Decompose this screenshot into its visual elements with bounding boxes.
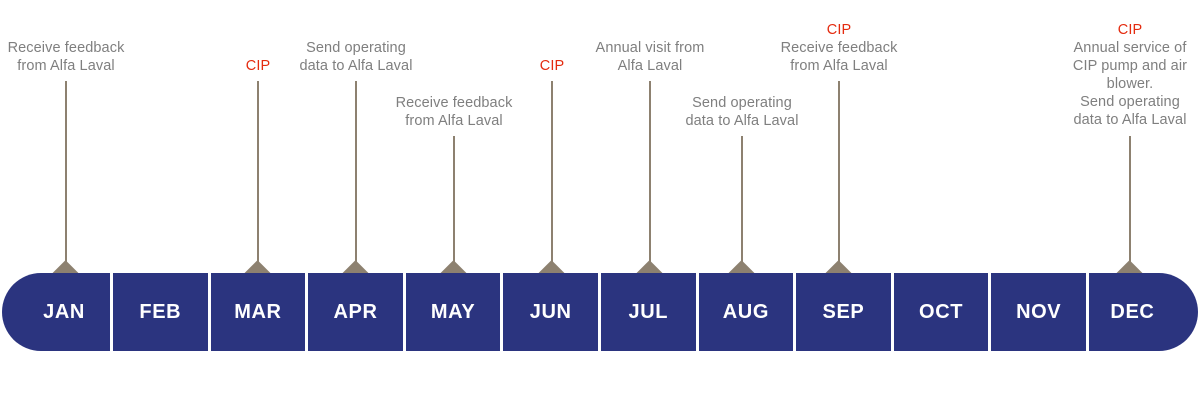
month-label: NOV xyxy=(1016,300,1062,323)
event-text-line: Receive feedback xyxy=(780,40,898,56)
month-cell-sep: SEP xyxy=(793,273,891,351)
event-text-line: Receive feedback xyxy=(7,40,125,56)
event-dec-label: CIP Annual service of CIP pump and air b… xyxy=(1020,21,1200,129)
event-text-line: data to Alfa Laval xyxy=(299,58,413,74)
event-connector-line xyxy=(257,81,259,265)
cip-label: CIP xyxy=(826,22,852,38)
event-may-label: Receive feedback from Alfa Laval xyxy=(344,94,564,130)
cip-label: CIP xyxy=(539,58,565,74)
event-apr-label: Send operating data to Alfa Laval xyxy=(246,39,466,75)
month-cell-feb: FEB xyxy=(110,273,208,351)
cip-label: CIP xyxy=(1117,22,1143,38)
month-label: APR xyxy=(333,300,378,323)
event-connector-line xyxy=(453,136,455,265)
month-label: JUL xyxy=(628,300,669,323)
month-cell-dec: DEC xyxy=(1085,273,1198,351)
month-cell-jul: JUL xyxy=(597,273,696,351)
timeline-bar: JAN FEB MAR APR MAY JUN JUL AUG SEP OCT … xyxy=(2,273,1198,351)
month-cell-aug: AUG xyxy=(695,273,794,351)
event-text-line: Annual visit from xyxy=(595,40,705,56)
event-mar-label: CIP xyxy=(148,57,368,75)
event-sep-label: CIP Receive feedback from Alfa Laval xyxy=(729,21,949,75)
month-label: JUN xyxy=(529,300,572,323)
event-text-line: Send operating xyxy=(306,40,406,56)
month-cell-oct: OCT xyxy=(890,273,989,351)
event-connector-line xyxy=(1129,136,1131,265)
month-label: OCT xyxy=(919,300,964,323)
event-text-line: Annual service of xyxy=(1073,40,1187,56)
event-jun-label: CIP xyxy=(442,57,662,75)
event-connector-line xyxy=(649,81,651,265)
month-cell-nov: NOV xyxy=(988,273,1086,351)
event-jan-label: Receive feedback from Alfa Laval xyxy=(0,39,176,75)
month-label: SEP xyxy=(822,300,865,323)
event-connector-line xyxy=(551,81,553,265)
event-text-line: Alfa Laval xyxy=(617,58,683,74)
event-connector-line xyxy=(65,81,67,265)
event-text-line: CIP pump and air xyxy=(1072,58,1188,74)
month-cell-mar: MAR xyxy=(207,273,306,351)
event-text-line: from Alfa Laval xyxy=(405,113,503,129)
event-text-line: from Alfa Laval xyxy=(790,58,888,74)
event-text-line: from Alfa Laval xyxy=(17,58,115,74)
event-text-line: Send operating xyxy=(692,95,792,111)
month-label: FEB xyxy=(139,300,182,323)
month-cell-apr: APR xyxy=(305,273,403,351)
cip-label: CIP xyxy=(245,58,271,74)
event-jul-label: Annual visit from Alfa Laval xyxy=(540,39,760,75)
month-label: MAY xyxy=(430,300,476,323)
event-text-line: data to Alfa Laval xyxy=(685,113,799,129)
event-connector-line xyxy=(741,136,743,265)
month-label: DEC xyxy=(1110,300,1155,323)
event-text-line: data to Alfa Laval xyxy=(1073,112,1187,128)
event-text-line: Receive feedback xyxy=(395,95,513,111)
month-label: MAR xyxy=(234,300,282,323)
event-text-line: Send operating xyxy=(1080,94,1180,110)
month-cell-jan: JAN xyxy=(2,273,110,351)
event-text-line: blower. xyxy=(1106,76,1154,92)
event-connector-line xyxy=(355,81,357,265)
month-cell-may: MAY xyxy=(402,273,501,351)
month-label: AUG xyxy=(722,300,769,323)
month-cell-jun: JUN xyxy=(500,273,598,351)
month-label: JAN xyxy=(43,300,85,323)
event-connector-line xyxy=(838,81,840,265)
event-aug-label: Send operating data to Alfa Laval xyxy=(632,94,852,130)
